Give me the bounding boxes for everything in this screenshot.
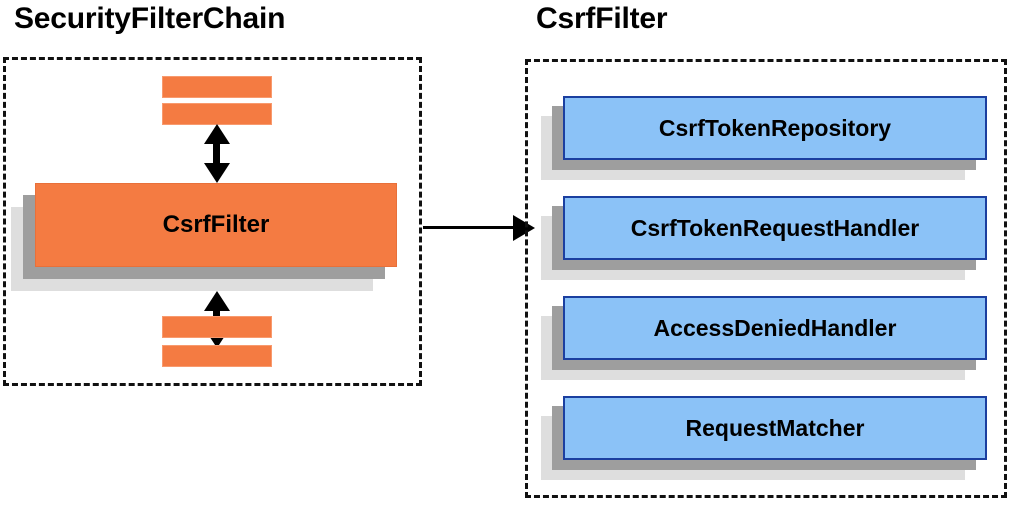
- node-label-csrf-token-request-handler: CsrfTokenRequestHandler: [563, 196, 987, 260]
- arrow-head-right-icon: [513, 215, 535, 241]
- panel-title-security-filter-chain: SecurityFilterChain: [14, 2, 286, 35]
- panel-boundary-security-filter-chain: [3, 57, 422, 386]
- node-label-csrf-token-repository: CsrfTokenRepository: [563, 96, 987, 160]
- filter-placeholder-bar: [162, 316, 272, 338]
- panel-title-csrf-filter: CsrfFilter: [536, 2, 668, 35]
- connector-shaft-horizontal: [423, 226, 521, 229]
- arrow-head-up-icon: [204, 124, 230, 144]
- node-access-denied-handler[interactable]: AccessDeniedHandler: [541, 296, 1009, 382]
- node-csrf-filter[interactable]: CsrfFilter: [11, 183, 421, 293]
- arrow-head-up-icon: [204, 291, 230, 311]
- node-label-request-matcher: RequestMatcher: [563, 396, 987, 460]
- filter-placeholder-bar: [162, 103, 272, 125]
- panel-boundary-csrf-filter: [525, 59, 1007, 498]
- arrow-shaft-vertical: [213, 140, 220, 170]
- filter-placeholder-bar: [162, 76, 272, 98]
- node-label-access-denied-handler: AccessDeniedHandler: [563, 296, 987, 360]
- node-label-csrf-filter: CsrfFilter: [35, 183, 397, 267]
- filter-placeholder-bar: [162, 345, 272, 367]
- arrow-head-down-icon: [204, 163, 230, 183]
- node-csrf-token-request-handler[interactable]: CsrfTokenRequestHandler: [541, 196, 1009, 282]
- node-request-matcher[interactable]: RequestMatcher: [541, 396, 1009, 482]
- node-csrf-token-repository[interactable]: CsrfTokenRepository: [541, 96, 1009, 182]
